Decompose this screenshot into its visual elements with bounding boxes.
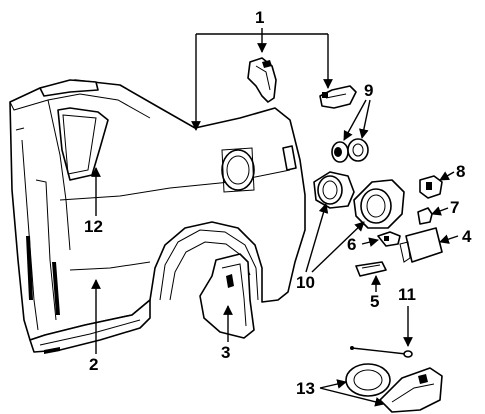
callout-13: 13 <box>296 379 315 398</box>
callout-5: 5 <box>370 292 379 311</box>
bracket-part-1-right <box>319 85 357 109</box>
callout-8: 8 <box>456 162 465 181</box>
callout-11: 11 <box>398 285 416 304</box>
callout-4: 4 <box>462 227 472 246</box>
callout-2: 2 <box>89 355 98 374</box>
fuel-door-part-4 <box>399 227 443 263</box>
grommet-part-9 <box>331 138 369 163</box>
clip-part-7 <box>417 207 433 225</box>
housing-part-13 <box>345 363 443 413</box>
quarter-panel <box>9 79 306 354</box>
bracket-part-1 <box>247 57 277 103</box>
cable-part-11 <box>350 346 413 358</box>
filler-housing-part-10 <box>313 171 405 229</box>
callout-12: 12 <box>84 217 103 236</box>
callout-3: 3 <box>221 343 230 362</box>
actuator-part-8 <box>419 175 443 199</box>
hinge-part-6 <box>377 231 401 247</box>
callout-10: 10 <box>296 273 315 292</box>
leader-lines <box>91 28 459 407</box>
callout-1: 1 <box>255 8 264 27</box>
mud-guard-part-3 <box>199 253 255 339</box>
callout-6: 6 <box>347 235 356 254</box>
callout-9: 9 <box>364 81 373 100</box>
callout-7: 7 <box>450 198 459 217</box>
spring-part-5 <box>355 261 387 277</box>
